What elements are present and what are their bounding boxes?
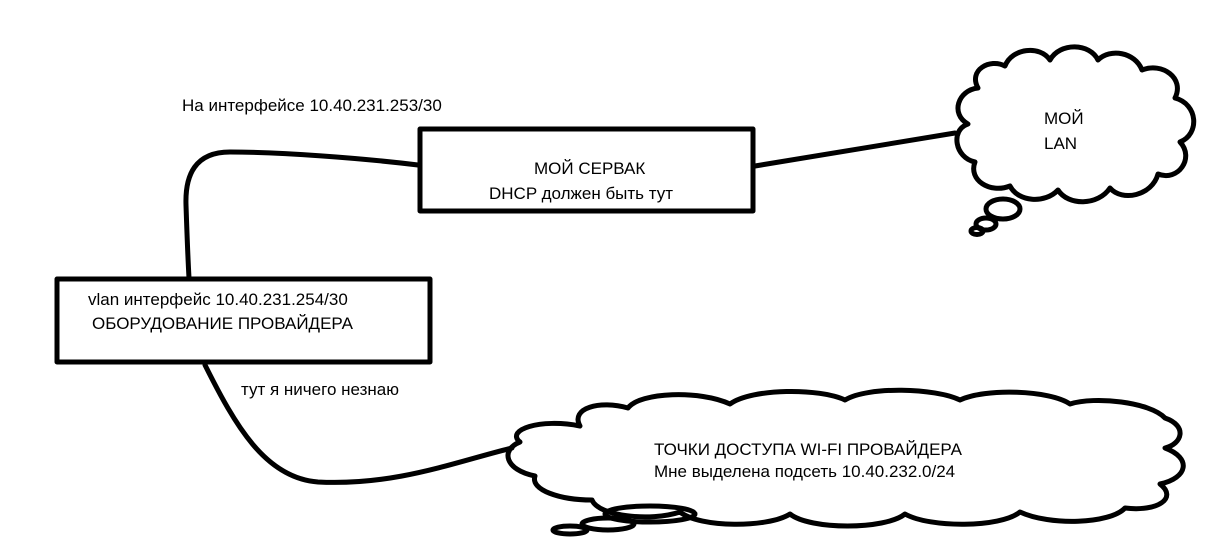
wifi-cloud-bubble-2 [579,515,637,533]
lan-cloud-bubble-2 [973,215,999,233]
lan-cloud [954,44,1197,205]
wifi-cloud [505,387,1186,529]
link-server-to-lan [752,130,958,169]
server-subtitle: DHCP должен быть тут [489,184,674,203]
wifi-cloud-bubble-1 [602,503,698,525]
lan-cloud-line2: LAN [1044,134,1078,153]
server-interface-annotation: На интерфейсе 10.40.231.253/30 [182,96,442,115]
provider-title: ОБОРУДОВАНИЕ ПРОВАЙДЕРА [92,314,353,333]
wifi-cloud-line2: Мне выделена подсеть 10.40.232.0/24 [654,462,956,481]
provider-interface: vlan интерфейс 10.40.231.254/30 [88,290,348,309]
server-box [417,126,756,214]
provider-unknown-annotation: тут я ничего незнаю [241,380,399,399]
provider-box [54,276,433,365]
lan-cloud-line1: МОЙ [1044,109,1084,128]
link-provider-to-wifi [202,362,515,485]
link-server-to-provider [183,149,421,281]
wifi-cloud-bubble-3 [550,523,590,537]
server-title: МОЙ СЕРВАК [534,159,646,178]
wifi-cloud-line1: ТОЧКИ ДОСТУПА WI-FI ПРОВАЙДЕРА [654,440,962,459]
lan-cloud-bubble-3 [968,225,986,237]
lan-cloud-bubble-1 [983,196,1023,222]
